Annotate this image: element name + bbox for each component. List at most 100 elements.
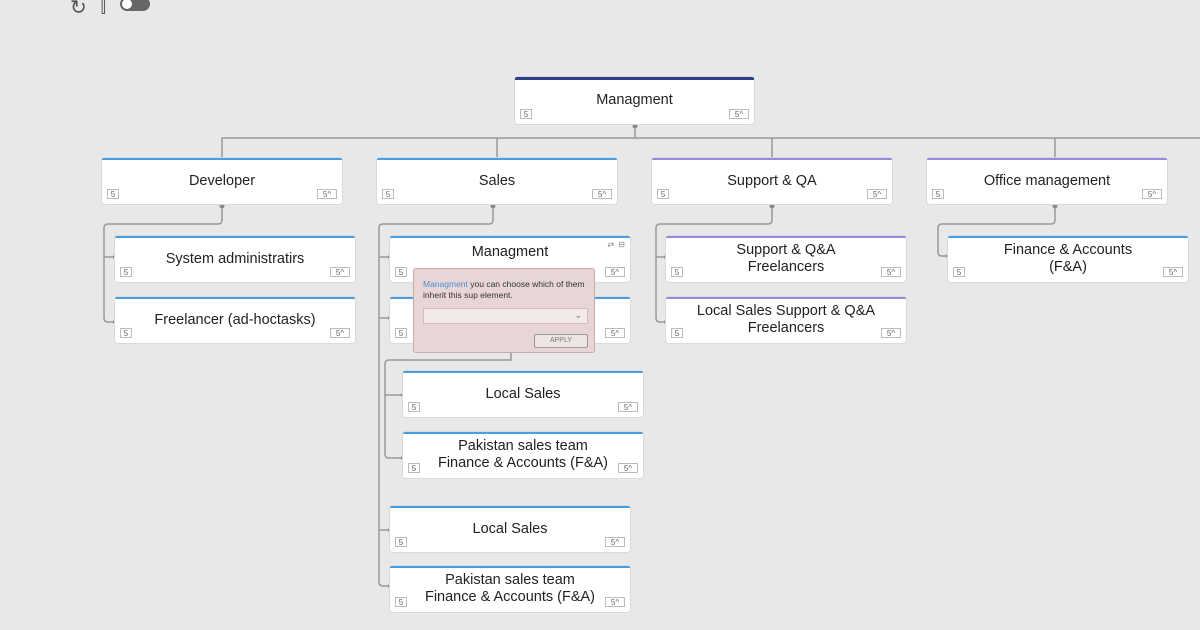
org-node-managment-root[interactable]: Managment 5 5^	[515, 77, 754, 124]
node-expand-badge[interactable]: 5^	[330, 267, 350, 277]
inherit-popup: Managment you can choose which of them i…	[413, 268, 595, 353]
node-count-badge: 5	[120, 328, 132, 338]
node-expand-badge[interactable]: 5^	[605, 328, 625, 338]
node-count-badge: 5	[657, 189, 669, 199]
node-label: Local Sales	[485, 385, 561, 402]
org-node-sales[interactable]: Sales 5 5^	[377, 158, 617, 204]
popup-message: Managment you can choose which of them i…	[423, 279, 588, 301]
org-node-local-support-freelancers[interactable]: Local Sales Support & Q&A Freelancers 5 …	[666, 297, 906, 343]
node-color-bar	[403, 371, 643, 373]
node-count-badge: 5	[953, 267, 965, 277]
node-label-line1: Support & Q&A	[736, 242, 836, 258]
node-label: Pakistan sales team Finance & Accounts (…	[390, 569, 630, 609]
node-expand-badge[interactable]: 5^	[618, 402, 638, 412]
org-node-pakistan-sales[interactable]: Pakistan sales team Finance & Accounts (…	[403, 432, 643, 478]
node-color-bar	[102, 158, 342, 160]
node-color-bar	[115, 297, 355, 299]
node-expand-badge[interactable]: 5^	[330, 328, 350, 338]
org-node-local-sales[interactable]: Local Sales 5 5^	[403, 371, 643, 417]
popup-highlight: Managment	[423, 279, 468, 289]
node-label: Managment	[596, 92, 673, 108]
node-label-line2: Freelancers	[747, 320, 825, 336]
popup-message-text: you can choose which of them inherit thi…	[423, 279, 585, 300]
view-toggle[interactable]	[119, 0, 150, 11]
node-label-line2: Finance & Accounts (F&A)	[437, 455, 609, 471]
node-label: Developer	[188, 172, 256, 189]
node-label-line1: Local Sales Support & Q&A	[696, 303, 876, 319]
node-label: Office management	[983, 172, 1111, 189]
inherit-select[interactable]: ⌄	[423, 308, 588, 324]
node-expand-badge[interactable]: 5^	[605, 537, 625, 547]
node-color-bar	[666, 236, 906, 238]
node-color-bar	[515, 77, 754, 80]
node-action-icons[interactable]: ⇄ ⊟	[607, 240, 626, 249]
toolbar: ↻ ⫿	[70, 0, 150, 19]
org-node-support-qa[interactable]: Support & QA 5 5^	[652, 158, 892, 204]
node-count-badge: 5	[395, 267, 407, 277]
node-expand-badge[interactable]: 5^	[881, 267, 901, 277]
node-count-badge: 5	[395, 328, 407, 338]
org-node-pakistan-sales[interactable]: Pakistan sales team Finance & Accounts (…	[390, 566, 630, 612]
node-label: Pakistan sales team Finance & Accounts (…	[403, 435, 643, 475]
node-count-badge: 5	[408, 402, 420, 412]
node-expand-badge[interactable]: 5^	[1142, 189, 1162, 199]
node-color-bar	[390, 566, 630, 568]
node-color-bar	[652, 158, 892, 160]
node-label: Managment	[471, 244, 549, 260]
node-count-badge: 5	[671, 267, 683, 277]
node-count-badge: 5	[107, 189, 119, 199]
node-label: Finance & Accounts (F&A)	[948, 239, 1188, 279]
node-label-line2: Finance & Accounts (F&A)	[424, 589, 596, 605]
node-label: Support & QA	[727, 172, 817, 189]
node-expand-badge[interactable]: 5^	[881, 328, 901, 338]
node-expand-badge[interactable]: 5^	[605, 597, 625, 607]
layout-icon[interactable]: ⫿	[100, 0, 106, 16]
node-count-badge: 5	[120, 267, 132, 277]
org-node-office-management[interactable]: Office management 5 5^	[927, 158, 1167, 204]
node-color-bar	[390, 506, 630, 508]
node-count-badge: 5	[395, 537, 407, 547]
node-expand-badge[interactable]: 5^	[618, 463, 638, 473]
node-expand-badge[interactable]: 5^	[605, 267, 625, 277]
node-count-badge: 5	[932, 189, 944, 199]
node-color-bar	[390, 236, 630, 238]
org-node-system-administrators[interactable]: System administratirs 5 5^	[115, 236, 355, 282]
node-label: Local Sales Support & Q&A Freelancers	[666, 300, 906, 340]
org-node-local-sales[interactable]: Local Sales 5 5^	[390, 506, 630, 552]
org-node-developer[interactable]: Developer 5 5^	[102, 158, 342, 204]
node-count-badge: 5	[382, 189, 394, 199]
node-count-badge: 5	[408, 463, 420, 473]
node-label-line1: Pakistan sales team	[445, 572, 575, 588]
org-node-support-freelancers[interactable]: Support & Q&A Freelancers 5 5^	[666, 236, 906, 282]
node-color-bar	[948, 236, 1188, 238]
refresh-icon[interactable]: ↻	[70, 0, 87, 19]
node-expand-badge[interactable]: 5^	[729, 109, 749, 119]
node-count-badge: 5	[520, 109, 532, 119]
node-label: Local Sales	[472, 520, 548, 537]
node-label-line1: Finance & Accounts	[1003, 242, 1133, 258]
node-label: Support & Q&A Freelancers	[666, 239, 906, 279]
node-label-line2: Freelancers	[747, 259, 825, 275]
node-expand-badge[interactable]: 5^	[1163, 267, 1183, 277]
node-color-bar	[403, 432, 643, 434]
node-expand-badge[interactable]: 5^	[317, 189, 337, 199]
node-label: Sales	[478, 172, 516, 189]
node-color-bar	[115, 236, 355, 238]
node-color-bar	[377, 158, 617, 160]
node-color-bar	[927, 158, 1167, 160]
node-count-badge: 5	[395, 597, 407, 607]
node-label: Freelancer (ad-hoctasks)	[154, 311, 316, 328]
node-expand-badge[interactable]: 5^	[867, 189, 887, 199]
node-expand-badge[interactable]: 5^	[592, 189, 612, 199]
node-label: System administratirs	[165, 250, 305, 267]
node-color-bar	[666, 297, 906, 299]
node-count-badge: 5	[671, 328, 683, 338]
node-label-line1: Pakistan sales team	[458, 438, 588, 454]
org-node-freelancer[interactable]: Freelancer (ad-hoctasks) 5 5^	[115, 297, 355, 343]
node-label-line2: (F&A)	[1049, 259, 1087, 275]
toggle-knob	[121, 0, 132, 9]
org-node-finance-accounts[interactable]: Finance & Accounts (F&A) 5 5^	[948, 236, 1188, 282]
apply-button[interactable]: APPLY	[534, 334, 588, 348]
chevron-down-icon: ⌄	[574, 310, 582, 320]
